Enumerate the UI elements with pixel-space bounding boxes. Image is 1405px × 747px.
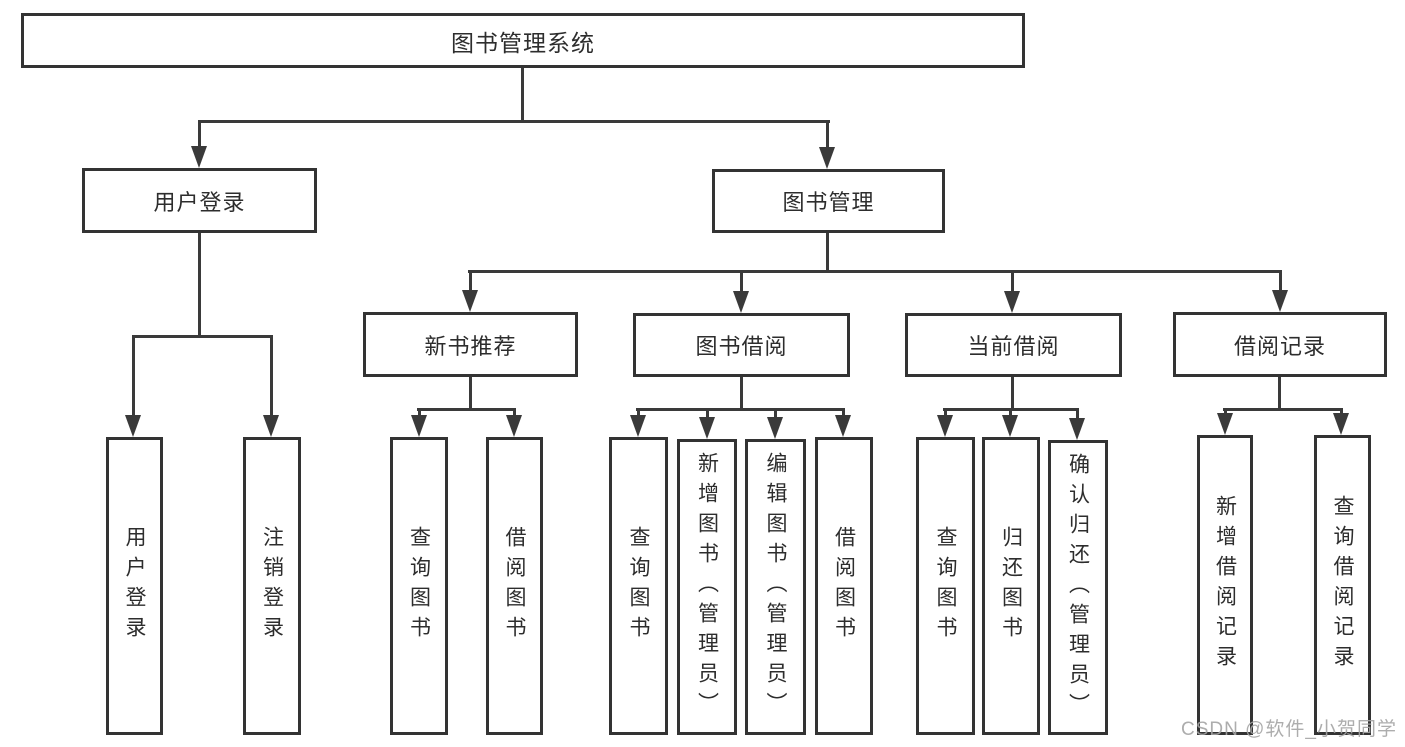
arrowhead-down-icon [411, 415, 427, 437]
connector-line [1279, 270, 1282, 292]
leaf-nb-borrow-books-label: 借阅图书 [503, 526, 526, 646]
leaf-bb-edit-books-admin-label: 编辑图书（管理员） [764, 452, 787, 722]
leaf-bb-borrow-books: 借阅图书 [815, 437, 873, 735]
arrowhead-down-icon [1333, 413, 1349, 435]
node-borrow-records-label: 借阅记录 [1233, 333, 1326, 359]
connector-line [132, 335, 135, 417]
connector-line [842, 408, 845, 418]
connector-line [944, 408, 947, 418]
node-root: 图书管理系统 [21, 13, 1025, 68]
arrowhead-down-icon [767, 417, 783, 439]
connector-line [1011, 377, 1014, 408]
connector-line [132, 335, 273, 338]
arrowhead-down-icon [1069, 418, 1085, 440]
connector-line [198, 120, 830, 123]
leaf-cb-return-books: 归还图书 [982, 437, 1040, 735]
node-book-management-label: 图书管理 [782, 190, 875, 215]
csdn-watermark: CSDN @软件_小贺同学 [1181, 719, 1397, 740]
arrowhead-down-icon [1272, 290, 1288, 312]
leaf-bb-add-books-admin: 新增图书（管理员） [677, 439, 737, 735]
leaf-logout-label: 注销登录 [260, 526, 284, 646]
connector-line [198, 120, 201, 150]
leaf-br-query-record-label: 查询借阅记录 [1331, 495, 1354, 675]
connector-line [417, 408, 516, 411]
node-book-management: 图书管理 [712, 169, 945, 233]
leaf-nb-borrow-books: 借阅图书 [486, 437, 543, 735]
leaf-logout: 注销登录 [243, 437, 301, 735]
connector-line [521, 68, 524, 120]
node-current-borrowing-label: 当前借阅 [967, 334, 1060, 359]
arrowhead-down-icon [506, 415, 522, 437]
connector-line [637, 408, 640, 418]
connector-line [706, 408, 709, 418]
leaf-cb-query-books: 查询图书 [916, 437, 975, 735]
connector-line [1011, 270, 1014, 292]
arrowhead-down-icon [937, 415, 953, 437]
node-current-borrowing: 当前借阅 [905, 313, 1122, 377]
node-new-book-recommend-label: 新书推荐 [424, 333, 517, 359]
leaf-br-add-record-label: 新增借阅记录 [1213, 495, 1237, 675]
arrowhead-down-icon [699, 417, 715, 439]
connector-line [469, 270, 472, 292]
leaf-nb-query-books: 查询图书 [390, 437, 448, 735]
leaf-cb-confirm-return-admin: 确认归还（管理员） [1048, 440, 1108, 735]
arrowhead-down-icon [462, 290, 478, 312]
node-borrow-records: 借阅记录 [1173, 312, 1387, 377]
node-book-borrowing: 图书借阅 [633, 313, 850, 377]
leaf-br-add-record: 新增借阅记录 [1197, 435, 1253, 735]
node-user-login: 用户登录 [82, 168, 317, 233]
connector-line [418, 408, 421, 418]
connector-line [1223, 408, 1343, 411]
connector-line [1278, 377, 1281, 408]
connector-line [513, 408, 516, 418]
node-user-login-label: 用户登录 [153, 189, 246, 215]
arrowhead-down-icon [191, 146, 207, 168]
leaf-bb-add-books-admin-label: 新增图书（管理员） [695, 452, 719, 722]
arrowhead-down-icon [630, 415, 646, 437]
leaf-user-login-label: 用户登录 [123, 526, 146, 646]
leaf-cb-return-books-label: 归还图书 [999, 526, 1023, 646]
arrowhead-down-icon [1002, 415, 1018, 437]
connector-line [468, 270, 1282, 273]
arrowhead-down-icon [1217, 413, 1233, 435]
leaf-bb-borrow-books-label: 借阅图书 [832, 526, 856, 646]
node-book-borrowing-label: 图书借阅 [695, 334, 788, 359]
arrowhead-down-icon [1004, 291, 1020, 313]
connector-line [826, 233, 829, 270]
connector-line [1224, 408, 1227, 416]
arrowhead-down-icon [125, 415, 141, 437]
connector-line [1009, 408, 1012, 418]
leaf-bb-query-books: 查询图书 [609, 437, 668, 735]
connector-line [270, 335, 273, 417]
leaf-cb-query-books-label: 查询图书 [934, 526, 957, 646]
connector-line [774, 408, 777, 418]
connector-line [826, 120, 829, 150]
arrowhead-down-icon [733, 291, 749, 313]
connector-line [198, 233, 201, 335]
arrowhead-down-icon [819, 147, 835, 169]
arrowhead-down-icon [835, 415, 851, 437]
connector-line [1340, 408, 1343, 416]
leaf-cb-confirm-return-admin-label: 确认归还（管理员） [1066, 452, 1090, 723]
connector-line [636, 408, 845, 411]
leaf-bb-query-books-label: 查询图书 [627, 526, 650, 646]
connector-line [469, 377, 472, 408]
leaf-nb-query-books-label: 查询图书 [407, 526, 431, 646]
node-root-label: 图书管理系统 [451, 29, 595, 56]
node-new-book-recommend: 新书推荐 [363, 312, 578, 377]
connector-line [740, 377, 743, 408]
leaf-bb-edit-books-admin: 编辑图书（管理员） [745, 439, 806, 735]
connector-line [1076, 408, 1079, 420]
connector-line [740, 270, 743, 292]
arrowhead-down-icon [263, 415, 279, 437]
leaf-br-query-record: 查询借阅记录 [1314, 435, 1371, 735]
leaf-user-login: 用户登录 [106, 437, 163, 735]
